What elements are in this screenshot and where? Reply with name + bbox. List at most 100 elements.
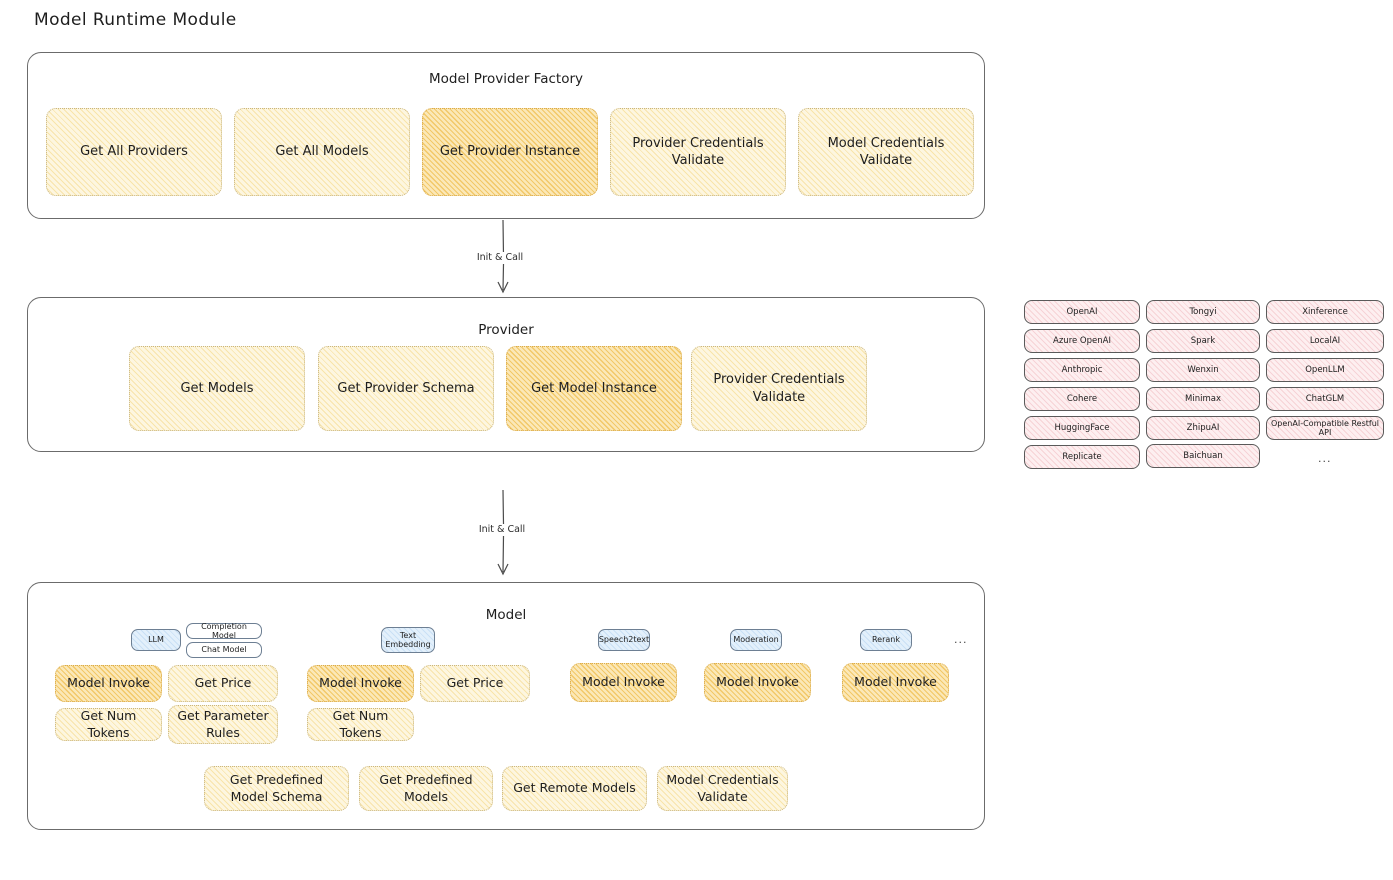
chip-label: Anthropic — [1061, 365, 1103, 375]
arrow-factory-to-provider — [480, 219, 526, 300]
provider-chip-xinference[interactable]: Xinference — [1266, 300, 1384, 324]
chip-label: Spark — [1190, 336, 1216, 346]
box-label: Get Provider Instance — [439, 144, 581, 160]
factory-box-get-provider-instance[interactable]: Get Provider Instance — [422, 108, 598, 196]
provider-chip-chatglm[interactable]: ChatGLM — [1266, 387, 1384, 411]
provider-list-panel: OpenAI Azure OpenAI Anthropic Cohere Hug… — [1024, 300, 1384, 475]
badge-label: Rerank — [871, 635, 900, 645]
box-label: Get Models — [180, 380, 254, 396]
provider-chip-baichuan[interactable]: Baichuan — [1146, 444, 1260, 468]
llm-box-get-num-tokens[interactable]: Get Num Tokens — [55, 708, 162, 741]
model-common-box-get-remote-models[interactable]: Get Remote Models — [502, 766, 647, 811]
provider-chip-zhipuai[interactable]: ZhipuAI — [1146, 416, 1260, 440]
llm-box-get-price[interactable]: Get Price — [168, 665, 278, 702]
factory-box-provider-credentials-validate[interactable]: Provider Credentials Validate — [610, 108, 786, 196]
provider-chip-wenxin[interactable]: Wenxin — [1146, 358, 1260, 382]
model-provider-factory-card: Model Provider Factory Get All Providers… — [27, 52, 985, 219]
chip-label: ChatGLM — [1305, 394, 1345, 404]
box-label: Get Predefined Models — [379, 772, 473, 804]
factory-title: Model Provider Factory — [428, 71, 583, 87]
text-embedding-box-get-price[interactable]: Get Price — [420, 665, 530, 702]
model-type-badge-moderation[interactable]: Moderation — [730, 629, 782, 651]
provider-chip-openllm[interactable]: OpenLLM — [1266, 358, 1384, 382]
provider-title: Provider — [478, 322, 534, 338]
arrow-label-init-call-1: Init & Call — [473, 252, 527, 263]
provider-box-provider-credentials-validate[interactable]: Provider Credentials Validate — [691, 346, 867, 431]
moderation-box-model-invoke[interactable]: Model Invoke — [704, 663, 811, 702]
text-embedding-box-model-invoke[interactable]: Model Invoke — [307, 665, 414, 702]
model-subtype-badge-completion-model[interactable]: Completion Model — [186, 622, 262, 640]
badge-label: Chat Model — [201, 645, 247, 655]
box-label: Get Price — [446, 675, 504, 691]
model-types-ellipsis: ... — [954, 633, 968, 646]
box-label: Get Provider Schema — [337, 380, 475, 396]
model-subtype-badge-chat-model[interactable]: Chat Model — [186, 642, 262, 658]
model-type-badge-speech2text[interactable]: Speech2text — [598, 629, 650, 651]
chip-label: Minimax — [1185, 394, 1221, 404]
box-label: Provider Credentials Validate — [713, 372, 845, 405]
box-label: Get Predefined Model Schema — [229, 772, 324, 804]
text-embedding-box-get-num-tokens[interactable]: Get Num Tokens — [307, 708, 414, 741]
provider-chip-openai-compatible-restful-api[interactable]: OpenAI-Compatible Restful API — [1266, 416, 1384, 440]
chip-label: OpenAI — [1066, 307, 1098, 317]
badge-label: Text Embedding — [385, 630, 431, 649]
model-type-badge-rerank[interactable]: Rerank — [860, 629, 912, 651]
chip-label: Baichuan — [1183, 451, 1223, 461]
chip-label: Cohere — [1066, 394, 1098, 404]
box-label: Model Invoke — [582, 674, 665, 690]
box-label: Get Num Tokens — [80, 708, 137, 740]
badge-label: Speech2text — [598, 635, 650, 645]
provider-chip-openai[interactable]: OpenAI — [1024, 300, 1140, 324]
speech2text-box-model-invoke[interactable]: Model Invoke — [570, 663, 677, 702]
box-label: Get All Providers — [80, 144, 188, 160]
provider-list-ellipsis: ... — [1318, 452, 1332, 465]
factory-box-get-all-models[interactable]: Get All Models — [234, 108, 410, 196]
box-label: Get Model Instance — [531, 380, 657, 396]
box-label: Model Invoke — [67, 675, 150, 691]
chip-label: LocalAI — [1309, 336, 1341, 346]
provider-chip-spark[interactable]: Spark — [1146, 329, 1260, 353]
provider-chip-huggingface[interactable]: HuggingFace — [1024, 416, 1140, 440]
factory-box-model-credentials-validate[interactable]: Model Credentials Validate — [798, 108, 974, 196]
page-title: Model Runtime Module — [34, 10, 237, 30]
box-label: Model Invoke — [716, 674, 799, 690]
llm-box-get-parameter-rules[interactable]: Get Parameter Rules — [168, 705, 278, 744]
box-label: Model Invoke — [319, 675, 402, 691]
rerank-box-model-invoke[interactable]: Model Invoke — [842, 663, 949, 702]
model-common-box-model-credentials-validate[interactable]: Model Credentials Validate — [657, 766, 788, 811]
box-label: Get Num Tokens — [332, 708, 389, 740]
model-common-box-get-predefined-models[interactable]: Get Predefined Models — [359, 766, 493, 811]
model-card: Model LLM Completion Model Chat Model Mo… — [27, 582, 996, 845]
provider-box-get-model-instance[interactable]: Get Model Instance — [506, 346, 682, 431]
provider-box-get-provider-schema[interactable]: Get Provider Schema — [318, 346, 494, 431]
provider-chip-anthropic[interactable]: Anthropic — [1024, 358, 1140, 382]
model-title: Model — [485, 607, 527, 623]
arrow-icon — [497, 219, 509, 294]
box-label: Model Credentials Validate — [666, 772, 779, 804]
arrow-label-init-call-2: Init & Call — [475, 524, 529, 535]
arrow-provider-to-model — [480, 489, 526, 582]
box-label: Get Remote Models — [513, 780, 636, 796]
chip-label: Wenxin — [1187, 365, 1219, 375]
provider-chip-replicate[interactable]: Replicate — [1024, 445, 1140, 469]
box-label: Model Invoke — [854, 674, 937, 690]
box-label: Provider Credentials Validate — [632, 135, 764, 168]
model-type-badge-llm[interactable]: LLM — [131, 629, 181, 651]
badge-label: LLM — [148, 635, 164, 645]
provider-box-get-models[interactable]: Get Models — [129, 346, 305, 431]
box-label: Get Price — [194, 675, 252, 691]
chip-label: Xinference — [1302, 307, 1348, 317]
provider-chip-localai[interactable]: LocalAI — [1266, 329, 1384, 353]
provider-chip-azure-openai[interactable]: Azure OpenAI — [1024, 329, 1140, 353]
provider-chip-tongyi[interactable]: Tongyi — [1146, 300, 1260, 324]
factory-box-get-all-providers[interactable]: Get All Providers — [46, 108, 222, 196]
chip-label: OpenLLM — [1305, 365, 1345, 375]
model-common-box-get-predefined-model-schema[interactable]: Get Predefined Model Schema — [204, 766, 349, 811]
chip-label: Azure OpenAI — [1053, 336, 1111, 346]
provider-chip-minimax[interactable]: Minimax — [1146, 387, 1260, 411]
provider-chip-cohere[interactable]: Cohere — [1024, 387, 1140, 411]
chip-label: ZhipuAI — [1186, 423, 1220, 433]
llm-box-model-invoke[interactable]: Model Invoke — [55, 665, 162, 702]
model-type-badge-text-embedding[interactable]: Text Embedding — [381, 627, 435, 653]
